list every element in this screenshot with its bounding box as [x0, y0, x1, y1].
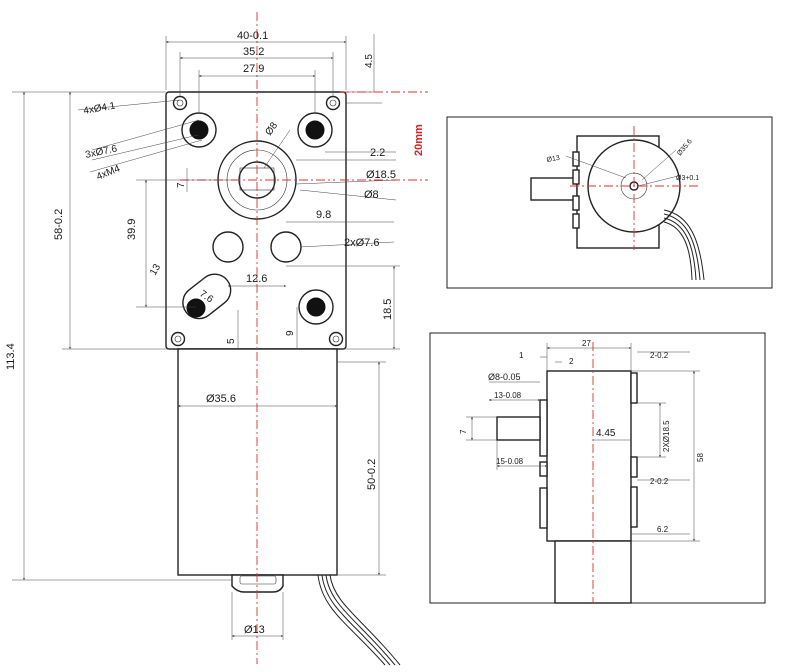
dim-motor-dia: Ø35.6 [206, 393, 236, 405]
sv-dim-13: 13-0.08 [494, 391, 522, 400]
label-holes-mount: 3xØ7.6 [84, 143, 118, 161]
end-cap-boss [239, 575, 277, 585]
dim-dist-9: 9 [285, 330, 296, 336]
dim-shaft-dia-2: Ø8 [364, 189, 379, 201]
bv-leaders [565, 149, 679, 187]
dim-width-inner: 27.9 [243, 63, 264, 75]
sv-dim-15: 15-0.08 [496, 457, 524, 466]
sv-dim-1: 1 [519, 351, 524, 360]
corner-screws [170, 95, 344, 347]
dim-red-20mm: 20mm [413, 124, 425, 156]
main-view: 40-0.1 35.2 27.9 4.5 20mm 4xØ4.1 3xØ7.6 … [5, 12, 428, 666]
sv-dim-58: 58 [696, 453, 705, 462]
dim-height-399: 39.9 [126, 219, 138, 240]
top-dims [165, 34, 382, 112]
bv-cable [663, 209, 705, 281]
sv-dim-2: 2 [569, 357, 574, 366]
dim-total-len: 113.4 [5, 343, 17, 370]
sv-shaft [496, 416, 541, 441]
label-holes-small: 4xØ4.1 [83, 100, 117, 117]
sv-dim-62: 6.2 [657, 525, 669, 534]
sv-dim-445: 4.45 [596, 428, 616, 439]
bv-dim-13: Ø13 [546, 155, 560, 164]
bv-dim-3: Ø3+0.1 [676, 175, 699, 182]
sv-dim-27: 27 [582, 339, 591, 348]
end-cap [231, 574, 284, 593]
bv-shaft [530, 177, 578, 201]
bv-bumps [572, 151, 580, 229]
hole-right [270, 231, 302, 263]
bottom-view-panel: Ø13 Ø35.6 Ø3+0.1 [446, 116, 773, 289]
middle-dims [227, 221, 400, 350]
dim-height-box: 58-0.2 [53, 209, 65, 240]
sv-dim-7: 7 [459, 429, 468, 434]
sv-dims [466, 343, 700, 542]
mounting-holes [181, 112, 334, 325]
dim-boss-dia: Ø18.5 [366, 169, 396, 181]
leader-lines [77, 99, 203, 173]
boss-leaders [263, 129, 397, 201]
sv-dim-805: Ø8-0.05 [488, 372, 521, 382]
dim-flat-7: 7 [176, 182, 187, 188]
sv-bumps-left [539, 399, 548, 529]
dim-dist-98: 9.8 [316, 209, 331, 221]
hole-left [212, 231, 244, 263]
dim-height-13: 13 [148, 262, 163, 278]
dim-height-185: 18.5 [382, 299, 394, 320]
dim-motor-len: 50-0.2 [366, 459, 378, 490]
sv-dim-2x185: 2XØ18.5 [662, 420, 671, 452]
dim-width-total: 40-0.1 [237, 30, 268, 42]
dim-dist-126: 12.6 [246, 273, 267, 285]
sv-gearbox [546, 370, 632, 542]
dim-dist-5: 5 [226, 338, 237, 344]
dim-holes-2x: 2xØ7.6 [344, 237, 379, 249]
label-threads: 4xM4 [95, 163, 122, 183]
dim-top-offset: 4.5 [364, 54, 375, 68]
dim-width-holes: 35.2 [243, 46, 264, 58]
dim-cap-dia: Ø13 [244, 624, 265, 636]
sv-dim-202a: 2-0.2 [650, 351, 669, 360]
dim-offset-22: 2.2 [370, 147, 385, 159]
motor-body [177, 348, 338, 576]
slot-screw [186, 298, 206, 318]
left-dims [12, 91, 237, 581]
sv-bumps-right [630, 372, 638, 528]
sv-dim-202b: 2-0.2 [650, 477, 669, 486]
motor-dims [177, 361, 386, 640]
cable [317, 574, 401, 666]
side-view-panel: 1 2 27 2-0.2 Ø8-0.05 13-0.08 7 4.45 2XØ1… [429, 332, 766, 604]
